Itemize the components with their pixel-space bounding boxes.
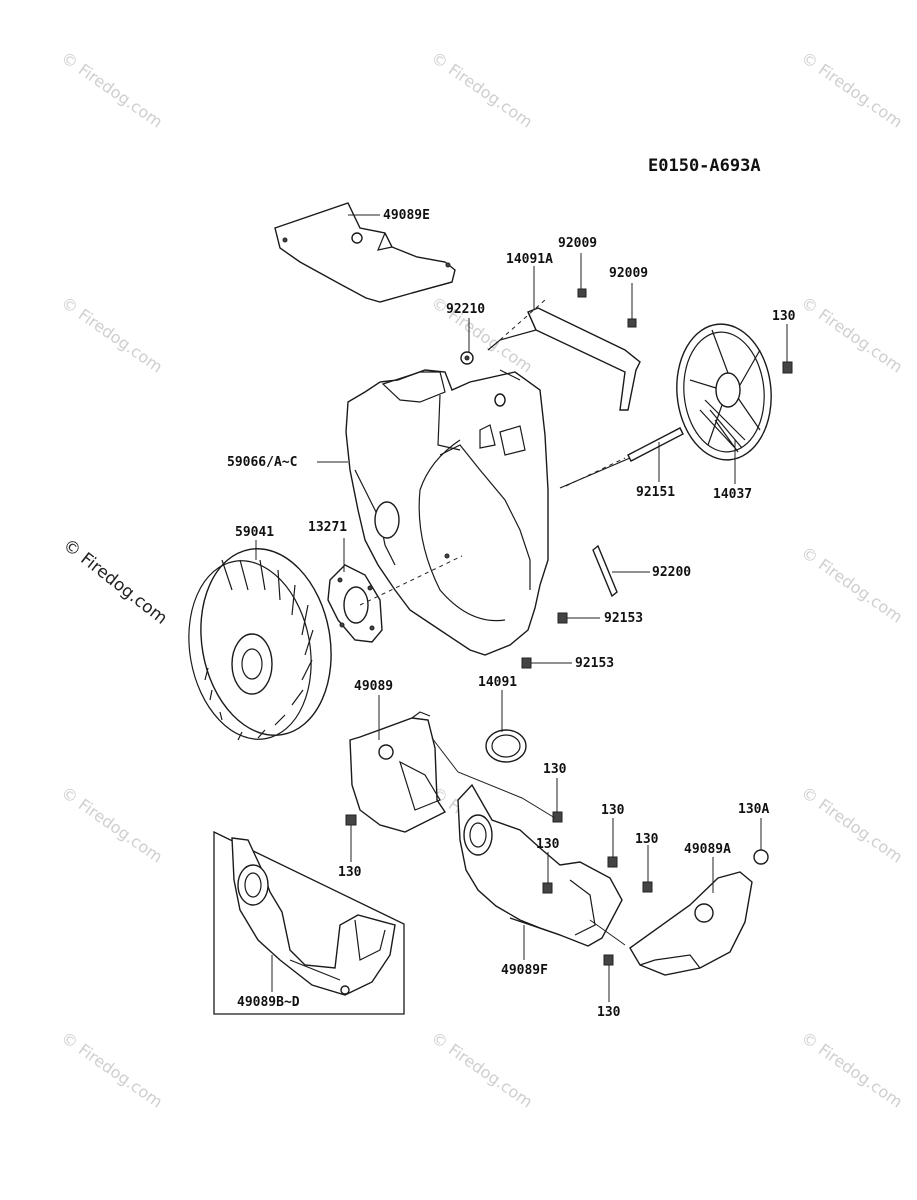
bolt-130-a xyxy=(552,811,563,823)
bolt-92009-a xyxy=(577,288,587,298)
bolt-130-top xyxy=(782,361,793,374)
part-labels: 49089E 92009 14091A 92009 92210 130 5906… xyxy=(227,208,796,1020)
label-130: 130 xyxy=(772,309,796,324)
label-130: 130 xyxy=(543,762,567,777)
bolt-92009-b xyxy=(627,318,637,328)
label-14091: 14091 xyxy=(478,675,517,690)
bolt-130A xyxy=(753,849,769,865)
housing-49089F xyxy=(457,783,623,947)
pin-92200 xyxy=(592,544,618,598)
label-92151: 92151 xyxy=(636,485,675,500)
watermark: © Firedog.com xyxy=(798,1028,906,1112)
label-49089E: 49089E xyxy=(383,208,430,223)
leader-lines xyxy=(255,214,788,1002)
label-49089A: 49089A xyxy=(684,842,731,857)
label-92009: 92009 xyxy=(609,266,648,281)
watermark: © Firedog.com xyxy=(58,293,166,377)
cover-49089A xyxy=(629,871,753,976)
fan-shroud-59066 xyxy=(345,369,549,656)
watermark-side: © Firedog.com xyxy=(59,535,171,629)
label-14091A: 14091A xyxy=(506,252,553,267)
watermark: © Firedog.com xyxy=(798,48,906,132)
label-130: 130 xyxy=(597,1005,621,1020)
label-49089: 49089 xyxy=(354,679,393,694)
bolt-130-b xyxy=(345,814,357,826)
cover-plate-49089E xyxy=(274,202,456,303)
watermark: © Firedog.com xyxy=(428,1028,536,1112)
label-130: 130 xyxy=(338,865,362,880)
diagram-code: E0150-A693A xyxy=(648,156,761,176)
label-92153: 92153 xyxy=(604,611,643,626)
watermark: © Firedog.com xyxy=(58,1028,166,1112)
cover-49089 xyxy=(349,711,447,833)
inset-box xyxy=(213,830,405,1015)
label-59041: 59041 xyxy=(235,525,274,540)
bolt-130-c xyxy=(542,882,553,894)
label-14037: 14037 xyxy=(713,487,752,502)
label-130: 130 xyxy=(635,832,659,847)
label-49089F: 49089F xyxy=(501,963,548,978)
ring-14091 xyxy=(485,729,527,763)
rotating-screen-14037 xyxy=(676,323,772,461)
label-92210: 92210 xyxy=(446,302,485,317)
bolt-130-e xyxy=(642,881,653,893)
bolt-130-f xyxy=(603,954,614,966)
watermark: © Firedog.com xyxy=(798,293,906,377)
label-130: 130 xyxy=(601,803,625,818)
grommet-92210 xyxy=(460,351,506,407)
label-59066: 59066/A~C xyxy=(227,455,297,470)
label-92153: 92153 xyxy=(575,656,614,671)
watermark: © Firedog.com xyxy=(58,48,166,132)
label-130: 130 xyxy=(536,837,560,852)
bolt-92153-b xyxy=(521,657,532,669)
watermark: © Firedog.com xyxy=(798,543,906,627)
shaft-92151 xyxy=(559,427,684,489)
watermark: © Firedog.com xyxy=(58,783,166,867)
label-49089B-D: 49089B~D xyxy=(237,995,300,1010)
label-13271: 13271 xyxy=(308,520,347,535)
label-92009: 92009 xyxy=(558,236,597,251)
flywheel-fan-59041 xyxy=(188,548,332,741)
watermark: © Firedog.com xyxy=(428,48,536,132)
label-92200: 92200 xyxy=(652,565,691,580)
label-130A: 130A xyxy=(738,802,769,817)
bolt-130-d xyxy=(607,856,618,868)
bolt-92153-a xyxy=(557,612,568,624)
plate-13271 xyxy=(327,564,383,643)
watermark: © Firedog.com xyxy=(798,783,906,867)
